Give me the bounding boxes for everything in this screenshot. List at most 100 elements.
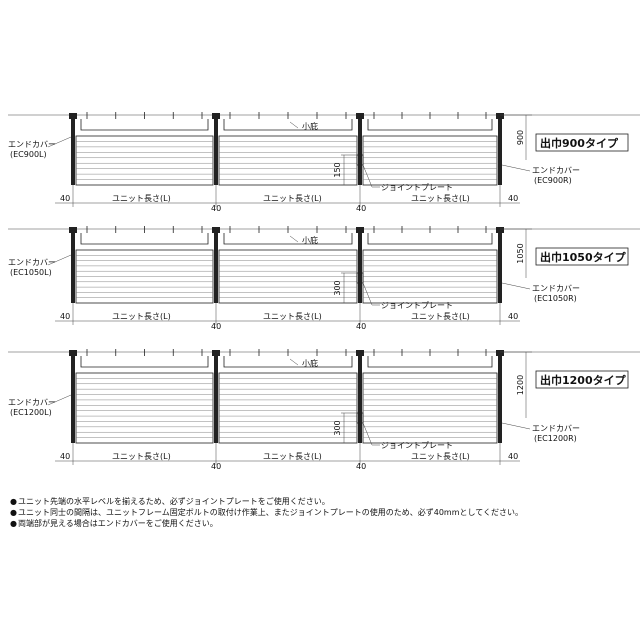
unit-frame: [362, 372, 498, 444]
type-label-box: [535, 247, 629, 266]
end-cover-right: [498, 352, 502, 443]
end-cover-right: [498, 115, 502, 185]
edge-dim-40: 40: [356, 204, 366, 213]
unit-length-label: ユニット長さ(L): [112, 452, 171, 461]
eave-bracket: [223, 356, 353, 368]
unit-1: [75, 112, 214, 186]
post-cap: [212, 350, 220, 356]
type-label: 出巾900タイプ: [540, 136, 619, 150]
eave-bracket: [367, 119, 493, 131]
left-cover-name: エンドカバー: [8, 140, 56, 149]
eave-bracket: [367, 356, 493, 368]
joint-post: [358, 229, 362, 303]
unit-frame: [75, 135, 214, 186]
joint-plate-label: ジョイントプレート: [381, 301, 453, 310]
joint-post: [358, 115, 362, 185]
height-dim: 1050: [516, 243, 525, 263]
left-cover-code: (EC900L): [10, 150, 47, 159]
unit-length-label: ユニット長さ(L): [263, 452, 322, 461]
row-1: 150小庇ジョイントプレートエンドカバー(EC900L)エンドカバー(EC900…: [8, 112, 640, 213]
edge-dim-40: 40: [356, 462, 366, 471]
eave-label: 小庇: [302, 121, 318, 131]
post-cap: [69, 350, 77, 356]
unit-frame: [362, 135, 498, 186]
post-cap: [212, 227, 220, 233]
edge-dim-40: 40: [60, 194, 70, 203]
left-cover-code: (EC1050L): [10, 268, 52, 277]
type-label-box: [535, 133, 629, 152]
joint-plate: [356, 154, 364, 166]
right-cover-code: (EC1200R): [534, 434, 577, 443]
unit-frame: [218, 372, 358, 444]
eave-label: 小庇: [302, 358, 318, 368]
joint-leader: [362, 164, 380, 188]
edge-dim-40: 40: [508, 194, 518, 203]
height-dim: 900: [516, 130, 525, 145]
eave-bracket: [80, 119, 209, 131]
right-cover-name: エンドカバー: [532, 166, 580, 175]
unit-length-label: ユニット長さ(L): [263, 194, 322, 203]
unit-1: [75, 226, 214, 304]
height-dim: 1200: [516, 375, 525, 395]
eave-bracket: [80, 356, 209, 368]
unit-2: [218, 112, 358, 186]
type-label-box: [535, 370, 629, 389]
plate-dim: 300: [333, 420, 342, 435]
unit-1: [75, 349, 214, 444]
note-unit-spacing: ユニット同士の間隔は、ユニットフレーム固定ボルトの取付け作業上、またジョイントプ…: [10, 507, 630, 518]
eave-bracket: [223, 119, 353, 131]
joint-leader: [362, 282, 380, 306]
note-end-cover: 両端部が見える場合はエンドカバーをご使用ください。: [10, 518, 630, 529]
unit-2: [218, 349, 358, 444]
type-label: 出巾1050タイプ: [540, 250, 627, 264]
end-cover-right: [498, 229, 502, 303]
joint-plate: [356, 412, 364, 424]
edge-dim-40: 40: [211, 204, 221, 213]
eave-leader: [289, 235, 299, 243]
right-cover-name: エンドカバー: [532, 284, 580, 293]
left-cover-code: (EC1200L): [10, 408, 52, 417]
left-cover-leader: [47, 254, 72, 266]
right-cover-leader: [501, 164, 531, 172]
post-cap: [356, 350, 364, 356]
joint-post: [214, 229, 218, 303]
unit-length-label: ユニット長さ(L): [411, 312, 470, 321]
post-cap: [212, 113, 220, 119]
unit-3: [362, 226, 498, 304]
right-cover-code: (EC1050R): [534, 294, 577, 303]
unit-3: [362, 112, 498, 186]
eave-bracket: [367, 233, 493, 245]
post-cap: [69, 227, 77, 233]
eave-bracket: [80, 233, 209, 245]
joint-plate-label: ジョイントプレート: [381, 441, 453, 450]
unit-length-label: ユニット長さ(L): [263, 312, 322, 321]
post-cap: [356, 113, 364, 119]
plate-dim: 300: [333, 280, 342, 295]
post-cap: [496, 113, 504, 119]
post-cap: [69, 113, 77, 119]
note-joint-plate: ユニット先端の水平レベルを揃えるため、必ずジョイントプレートをご使用ください。: [10, 496, 630, 507]
joint-post: [214, 352, 218, 443]
joint-plate-label: ジョイントプレート: [381, 183, 453, 192]
left-cover-name: エンドカバー: [8, 258, 56, 267]
unit-3: [362, 349, 498, 444]
edge-dim-40: 40: [508, 452, 518, 461]
edge-dim-40: 40: [508, 312, 518, 321]
edge-dim-40: 40: [211, 322, 221, 331]
type-label: 出巾1200タイプ: [540, 373, 627, 387]
end-cover-left: [71, 229, 75, 303]
end-cover-left: [71, 352, 75, 443]
joint-post: [358, 352, 362, 443]
post-cap: [496, 227, 504, 233]
left-cover-leader: [47, 136, 72, 148]
post-cap: [496, 350, 504, 356]
unit-length-label: ユニット長さ(L): [411, 194, 470, 203]
eave-leader: [289, 121, 299, 129]
eave-label: 小庇: [302, 235, 318, 245]
right-cover-code: (EC900R): [534, 176, 572, 185]
unit-frame: [75, 372, 214, 444]
edge-dim-40: 40: [60, 312, 70, 321]
end-cover-left: [71, 115, 75, 185]
joint-leader: [362, 422, 380, 446]
